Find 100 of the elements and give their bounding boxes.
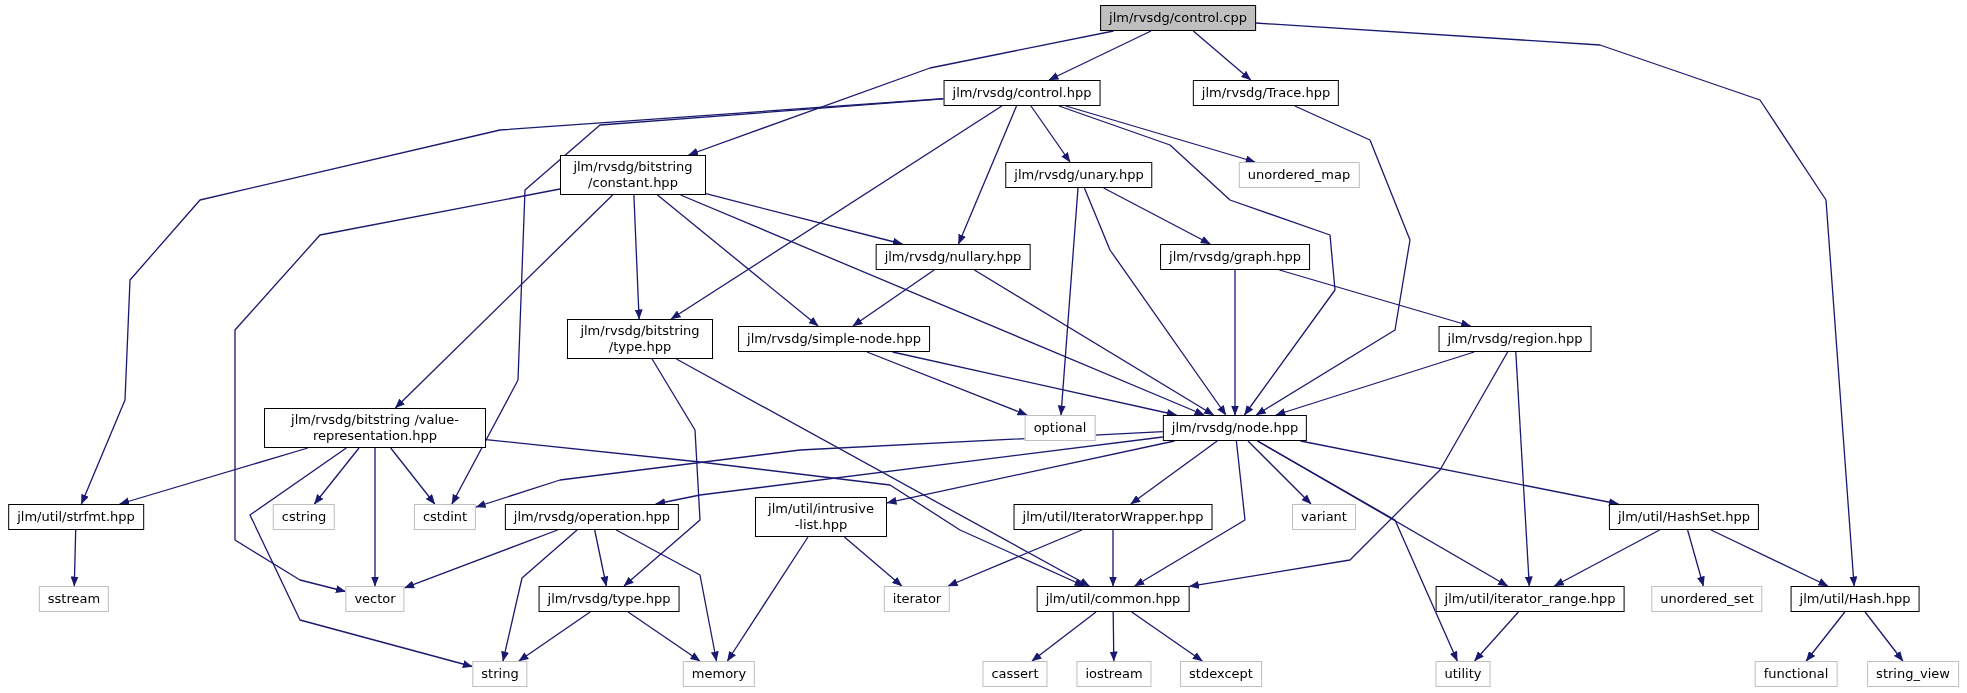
arrow (656, 194, 819, 327)
file-name: jlm/rvsdg/Trace.hpp (1201, 85, 1331, 101)
arrow (1057, 187, 1079, 416)
arrow (947, 529, 1083, 587)
file-name: functional (1763, 666, 1829, 682)
file-box (504, 504, 680, 530)
file-box (875, 244, 1031, 270)
file-name: iterator (892, 591, 942, 607)
file-name: jlm/rvsdg/graph.hpp (1169, 249, 1301, 265)
file-box (1435, 661, 1491, 687)
arrow (403, 529, 559, 589)
arrow (687, 30, 1115, 156)
file-box (1651, 586, 1763, 612)
arrow (249, 447, 473, 668)
arrow (633, 194, 643, 320)
arrow (1256, 440, 1509, 587)
arrow (234, 188, 561, 594)
file-name: cstring (281, 509, 327, 525)
arrow (70, 529, 79, 587)
file-name: jlm/rvsdg/operation.hpp (513, 509, 671, 525)
file-name: optional (1033, 420, 1087, 436)
file-name: iostream (1085, 666, 1143, 682)
file-box (413, 504, 477, 530)
file-box (1238, 162, 1360, 188)
arrow (891, 351, 1178, 417)
file-box (682, 661, 756, 687)
file-name: jlm/rvsdg/bitstring /value-representation.hpp (289, 412, 460, 444)
file-name: stdexcept (1189, 666, 1253, 682)
file-name: unordered_set (1660, 591, 1754, 607)
arrow (501, 529, 578, 662)
arrow (390, 447, 436, 505)
file-name: jlm/rvsdg/node.hpp (1171, 420, 1299, 436)
arrow (371, 447, 379, 587)
file-name: jlm/util/strfmt.hpp (17, 509, 135, 525)
file-box (1790, 586, 1920, 612)
arrow (1686, 529, 1705, 587)
file-name: jlm/util/intrusive -list.hpp (766, 501, 875, 533)
file-name: jlm/util/IteratorWrapper.hpp (1022, 509, 1204, 525)
arrow (852, 269, 935, 327)
file-name: jlm/rvsdg/control.cpp (1109, 10, 1247, 26)
file-box (1024, 415, 1096, 441)
file-name: jlm/rvsdg/bitstring /type.hpp (579, 323, 701, 355)
arrow (615, 529, 719, 662)
file-name: memory (691, 666, 747, 682)
file-name: cassert (991, 666, 1039, 682)
file-box (560, 155, 706, 195)
file-box (1435, 586, 1625, 612)
arrow (1188, 351, 1509, 589)
arrow (451, 98, 945, 505)
file-box (1867, 661, 1959, 687)
file-box (345, 586, 405, 612)
arrow (1231, 269, 1239, 416)
file-name: jlm/util/iterator_range.hpp (1444, 591, 1616, 607)
arrow (1130, 440, 1218, 505)
file-name: jlm/rvsdg/type.hpp (547, 591, 671, 607)
file-box (472, 661, 528, 687)
arrow (518, 611, 591, 662)
file-name: vector (354, 591, 396, 607)
arrow (705, 193, 903, 246)
arrow (655, 436, 1164, 506)
file-name: unordered_map (1247, 167, 1351, 183)
file-box (943, 80, 1101, 106)
arrow (313, 447, 360, 505)
file-name: jlm/rvsdg/nullary.hpp (884, 249, 1022, 265)
arrow (1278, 269, 1472, 328)
arrow (679, 194, 1205, 416)
arrow (1710, 529, 1829, 587)
file-box (1036, 586, 1190, 612)
arrow (1192, 30, 1252, 81)
arrow (1109, 611, 1118, 662)
arrow (670, 105, 1003, 320)
arrow (1031, 611, 1097, 662)
arrow (957, 105, 1018, 245)
file-box (538, 586, 680, 612)
arrow (1083, 187, 1227, 416)
arrow (623, 358, 701, 587)
file-box (1608, 504, 1760, 530)
file-name: cstdint (422, 509, 468, 525)
arrow (1864, 611, 1904, 662)
arrow (1058, 105, 1336, 416)
file-name: jlm/util/HashSet.hpp (1617, 509, 1751, 525)
file-box (8, 504, 144, 530)
arrow (973, 269, 1215, 416)
file-box (1160, 244, 1310, 270)
file-box (1100, 5, 1256, 31)
file-box (1005, 162, 1153, 188)
arrow (866, 351, 1028, 416)
file-box (1013, 504, 1213, 530)
file-name: jlm/rvsdg/bitstring /constant.hpp (572, 159, 694, 191)
file-name: variant (1301, 509, 1347, 525)
arrow (1805, 611, 1846, 662)
file-box (1076, 661, 1152, 687)
arrow (1247, 440, 1312, 505)
file-box (38, 586, 110, 612)
file-name: jlm/util/Hash.hpp (1799, 591, 1911, 607)
arrow (1553, 529, 1661, 587)
arrow (394, 194, 614, 409)
arrow (1275, 351, 1475, 416)
file-name: string (481, 666, 519, 682)
arrow (475, 430, 1164, 508)
